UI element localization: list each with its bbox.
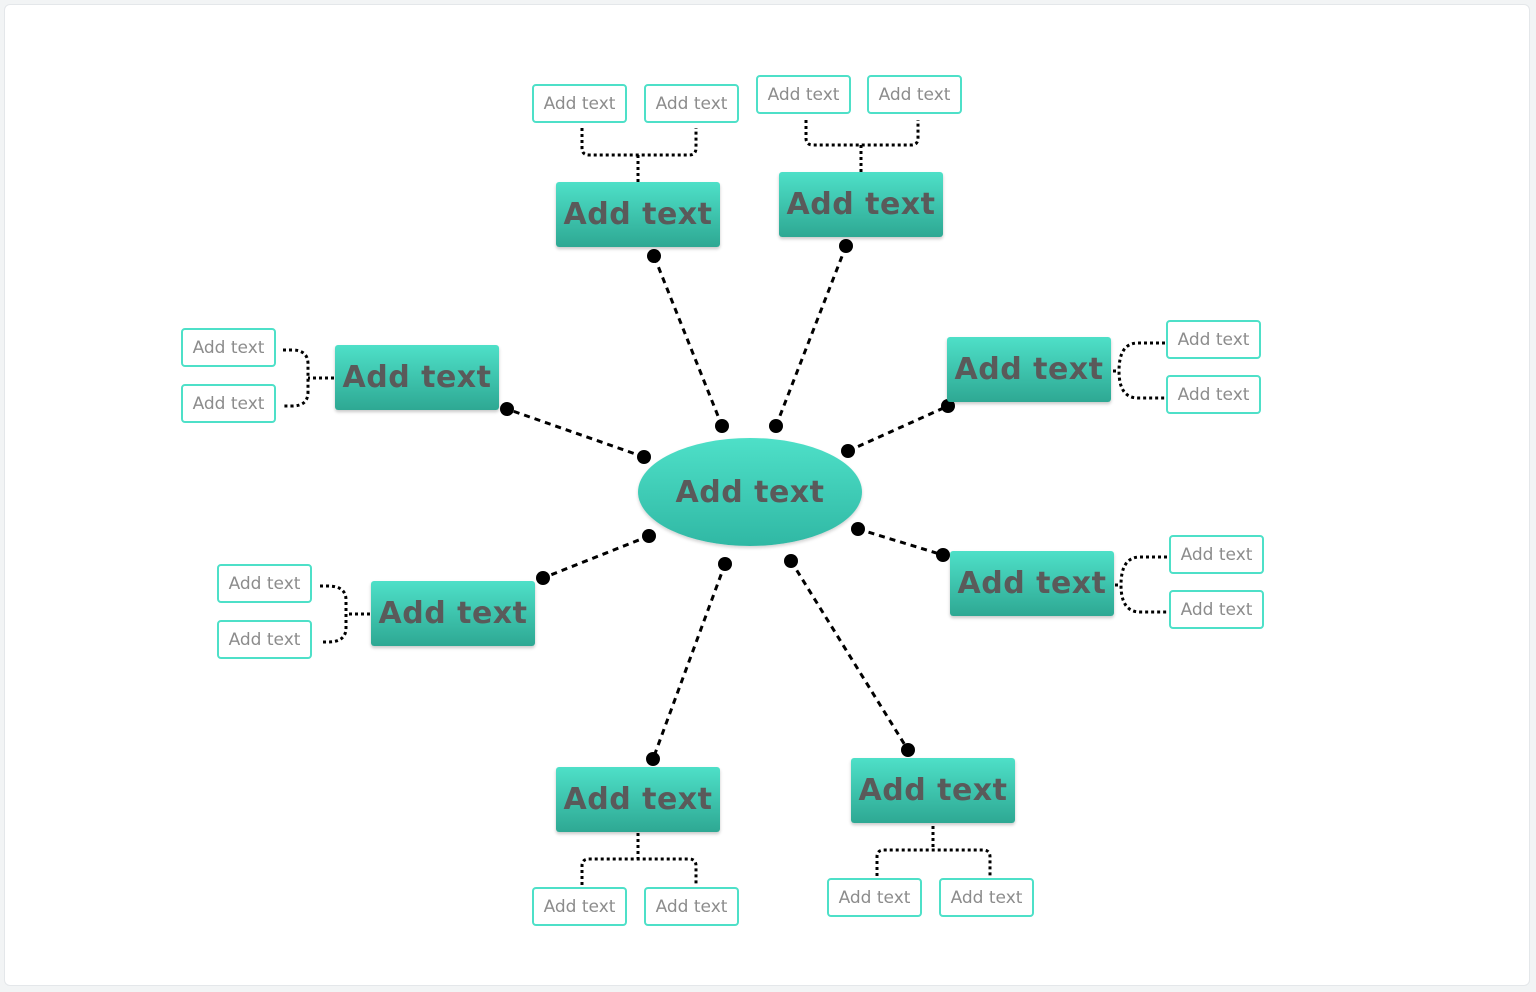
subtopic-top-right-1[interactable]: Add text [756,75,851,114]
subtopic-bottom-left-1[interactable]: Add text [532,887,627,926]
topic-right-upper[interactable]: Add text [947,337,1111,402]
subtopic-top-right-2[interactable]: Add text [867,75,962,114]
subtopic-left-upper-2[interactable]: Add text [181,384,276,423]
central-topic[interactable]: Add text [638,438,862,546]
subtopic-right-lower-1[interactable]: Add text [1169,535,1264,574]
subtopic-left-lower-1[interactable]: Add text [217,564,312,603]
topic-label: Add text [563,782,713,817]
subtopic-top-left-1[interactable]: Add text [532,84,627,123]
topic-top-left[interactable]: Add text [556,182,720,247]
topic-left-upper[interactable]: Add text [335,345,499,410]
topic-bottom-right[interactable]: Add text [851,758,1015,823]
topic-label: Add text [957,566,1107,601]
topic-label: Add text [858,773,1008,808]
subtopic-left-upper-1[interactable]: Add text [181,328,276,367]
topic-bottom-left[interactable]: Add text [556,767,720,832]
topic-label: Add text [342,360,492,395]
subtopic-bottom-left-2[interactable]: Add text [644,887,739,926]
central-topic-label: Add text [675,474,825,510]
subtopic-right-upper-1[interactable]: Add text [1166,320,1261,359]
topic-top-right[interactable]: Add text [779,172,943,237]
subtopic-right-upper-2[interactable]: Add text [1166,375,1261,414]
topic-right-lower[interactable]: Add text [950,551,1114,616]
topic-label: Add text [378,596,528,631]
subtopic-left-lower-2[interactable]: Add text [217,620,312,659]
subtopic-top-left-2[interactable]: Add text [644,84,739,123]
topic-label: Add text [954,352,1104,387]
topic-label: Add text [786,187,936,222]
subtopic-right-lower-2[interactable]: Add text [1169,590,1264,629]
subtopic-bottom-right-2[interactable]: Add text [939,878,1034,917]
topic-label: Add text [563,197,713,232]
subtopic-bottom-right-1[interactable]: Add text [827,878,922,917]
topic-left-lower[interactable]: Add text [371,581,535,646]
